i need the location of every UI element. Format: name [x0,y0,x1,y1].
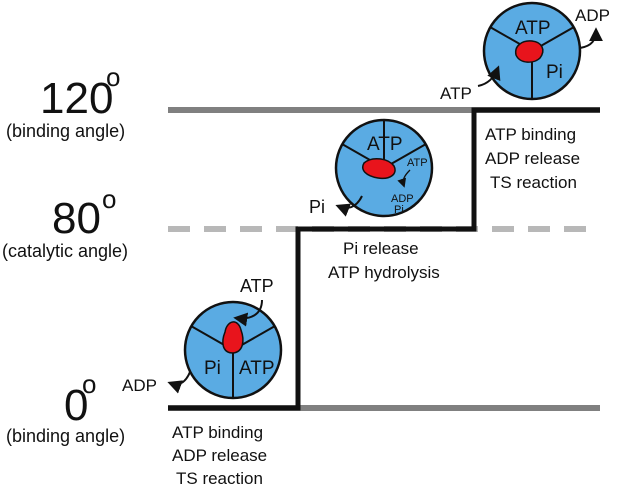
adp-out-arrow [579,27,603,49]
svg-text:ADP: ADP [575,6,610,25]
svg-text:ATP: ATP [440,84,472,103]
svg-text:ATP: ATP [407,157,428,169]
svg-text:ADP: ADP [391,193,414,205]
svg-text:0: 0 [64,381,88,430]
svg-text:o: o [82,369,96,399]
svg-text:(catalytic angle): (catalytic angle) [2,241,128,261]
svg-text:Pi: Pi [204,358,221,379]
rotor-top: ATP Pi ATP ADP [440,1,610,103]
svg-text:120: 120 [40,74,113,123]
svg-text:o: o [106,62,120,92]
rotor-bottom: Pi ATP ATP ADP [122,276,283,400]
svg-text:o: o [102,184,116,214]
pi-out-arrow [335,195,363,217]
svg-text:Pi release: Pi release [343,239,419,258]
svg-text:Pi: Pi [394,204,404,216]
caption-mid: Pi release ATP hydrolysis [328,239,440,282]
svg-text:ATP hydrolysis: ATP hydrolysis [328,263,440,282]
svg-text:ATP: ATP [367,134,403,155]
svg-text:(binding angle): (binding angle) [6,121,125,141]
level-label-mid: 80 o (catalytic angle) [2,184,128,261]
core-shape [222,321,244,354]
step-path [168,107,600,411]
svg-text:TS reaction: TS reaction [490,173,577,192]
core-shape [514,40,544,63]
svg-text:TS reaction: TS reaction [176,469,263,487]
adp-out-arrow [167,371,191,394]
svg-text:ATP: ATP [239,358,275,379]
rotor-mid: ATP ATP ADP Pi Pi [309,118,434,218]
svg-text:ATP: ATP [240,276,274,296]
core-shape [362,158,396,180]
svg-text:ADP release: ADP release [172,446,267,465]
svg-text:Pi: Pi [546,62,563,83]
svg-text:80: 80 [52,194,101,243]
svg-text:ATP: ATP [515,18,551,39]
level-label-bottom: 0 o (binding angle) [6,369,125,446]
svg-text:ATP binding: ATP binding [485,125,576,144]
svg-text:(binding angle): (binding angle) [6,426,125,446]
svg-text:Pi: Pi [309,197,325,217]
svg-text:ADP: ADP [122,376,157,395]
svg-text:ATP binding: ATP binding [172,423,263,442]
caption-top: ATP binding ADP release TS reaction [485,125,580,192]
atp-in-arrow [233,299,263,327]
atp-in-arrow [477,65,501,87]
caption-bottom: ATP binding ADP release TS reaction [172,423,267,487]
level-label-top: 120 o (binding angle) [6,62,125,141]
svg-text:ADP release: ADP release [485,149,580,168]
